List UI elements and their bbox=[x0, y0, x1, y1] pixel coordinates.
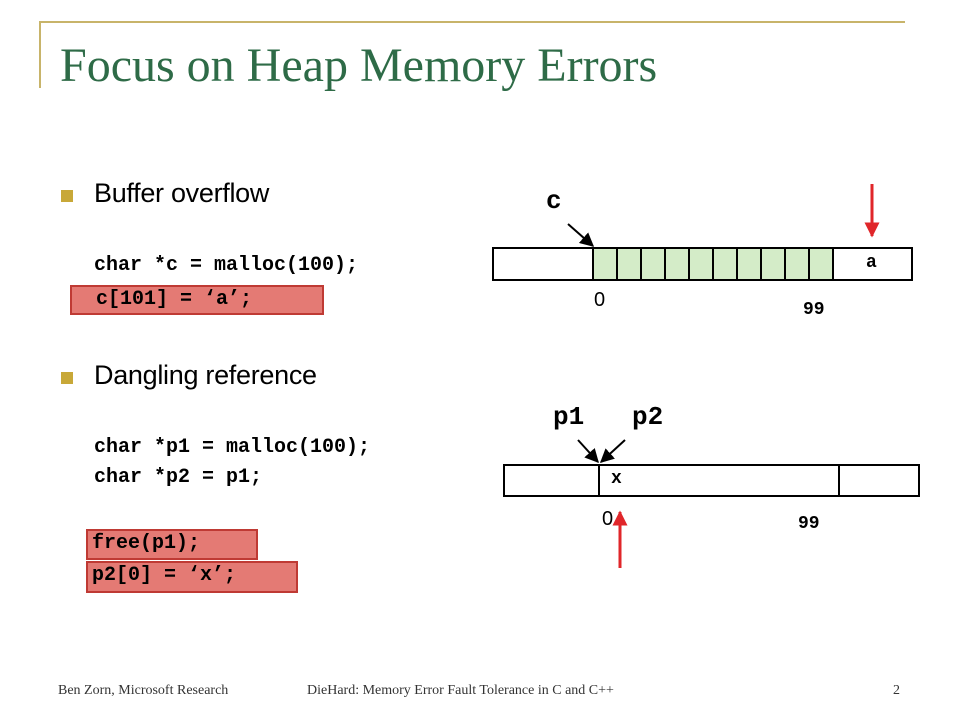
cell-value: x bbox=[611, 469, 622, 489]
code-line: char *p1 = malloc(100); bbox=[94, 436, 371, 459]
bullet-text-buffer-overflow: Buffer overflow bbox=[94, 178, 270, 208]
bullet-marker bbox=[61, 190, 73, 202]
code-line-highlighted: c[101] = ‘a’; bbox=[70, 285, 324, 315]
pointer-arrow bbox=[567, 223, 595, 247]
footer-author: Ben Zorn, Microsoft Research bbox=[58, 683, 229, 698]
index-end: 99 bbox=[803, 300, 825, 320]
slide-title: Focus on Heap Memory Errors bbox=[60, 39, 658, 92]
code-line-highlighted: p2[0] = ‘x’; bbox=[86, 561, 298, 593]
index-start: 0 bbox=[602, 508, 614, 530]
pointer-label-p2: p2 bbox=[632, 402, 664, 432]
memory-block bbox=[503, 464, 920, 497]
pointer-label-c: c bbox=[546, 186, 562, 216]
pointer-arrow-p2 bbox=[599, 439, 626, 463]
slide-number: 2 bbox=[893, 683, 900, 698]
pointer-label-p1: p1 bbox=[553, 402, 585, 432]
index-end: 99 bbox=[798, 514, 820, 534]
cell-value: a bbox=[866, 253, 877, 273]
code-line-highlighted: free(p1); bbox=[86, 529, 258, 560]
index-start: 0 bbox=[594, 289, 606, 311]
code-line: char *c = malloc(100); bbox=[94, 254, 359, 277]
pointer-arrow-p1 bbox=[577, 439, 599, 464]
bullet-text-dangling-reference: Dangling reference bbox=[94, 360, 317, 390]
footer-deck-title: DieHard: Memory Error Fault Tolerance in… bbox=[307, 683, 614, 698]
bullet-marker bbox=[61, 372, 73, 384]
code-line: char *p2 = p1; bbox=[94, 466, 263, 489]
